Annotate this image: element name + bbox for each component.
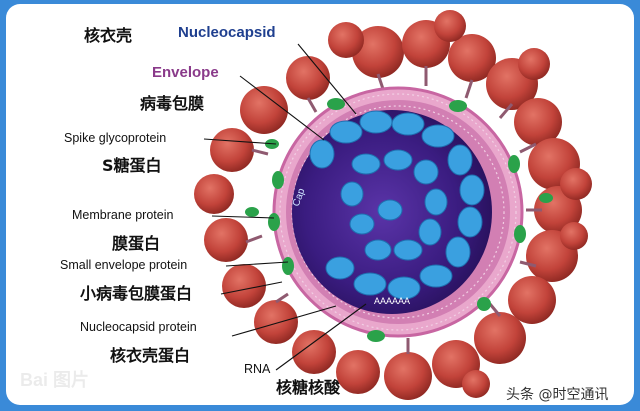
spike-ring: [194, 10, 592, 400]
label-spike-zh: S糖蛋白: [102, 156, 162, 175]
membrane-proteins: [245, 98, 553, 342]
label-nucleocapsid-zh: 核衣壳: [84, 26, 133, 45]
label-rna-en: RNA: [244, 362, 271, 376]
label-polya: AAAAAA: [374, 296, 411, 306]
diagram-frame: 核衣壳 Nucleocapsid Envelope 病毒包膜 Spike gly…: [6, 4, 634, 405]
leader-lines: [203, 43, 367, 371]
rna-coil: [309, 110, 485, 300]
label-rna-zh: 核糖核酸: [276, 378, 341, 397]
label-small-envelope-zh: 小病毒包膜蛋白: [80, 284, 193, 303]
label-membrane-zh: 膜蛋白: [112, 234, 161, 253]
label-envelope-zh: 病毒包膜: [140, 94, 205, 113]
source-watermark: 头条 @时空通讯: [506, 387, 609, 403]
label-spike-en: Spike glycoprotein: [64, 131, 167, 145]
virus-illustration: [194, 10, 592, 400]
membrane-striations: [279, 93, 517, 331]
corner-watermark: Bai 图片: [20, 370, 90, 390]
label-envelope-en: Envelope: [152, 64, 219, 81]
label-nucleocapsid-protein-zh: 核衣壳蛋白: [110, 346, 191, 365]
label-nucleocapsid-en: Nucleocapsid: [178, 24, 276, 41]
label-small-envelope-en: Small envelope protein: [60, 258, 188, 272]
label-membrane-en: Membrane protein: [72, 208, 174, 222]
label-nucleocapsid-protein-en: Nucleocapsid protein: [80, 320, 197, 334]
